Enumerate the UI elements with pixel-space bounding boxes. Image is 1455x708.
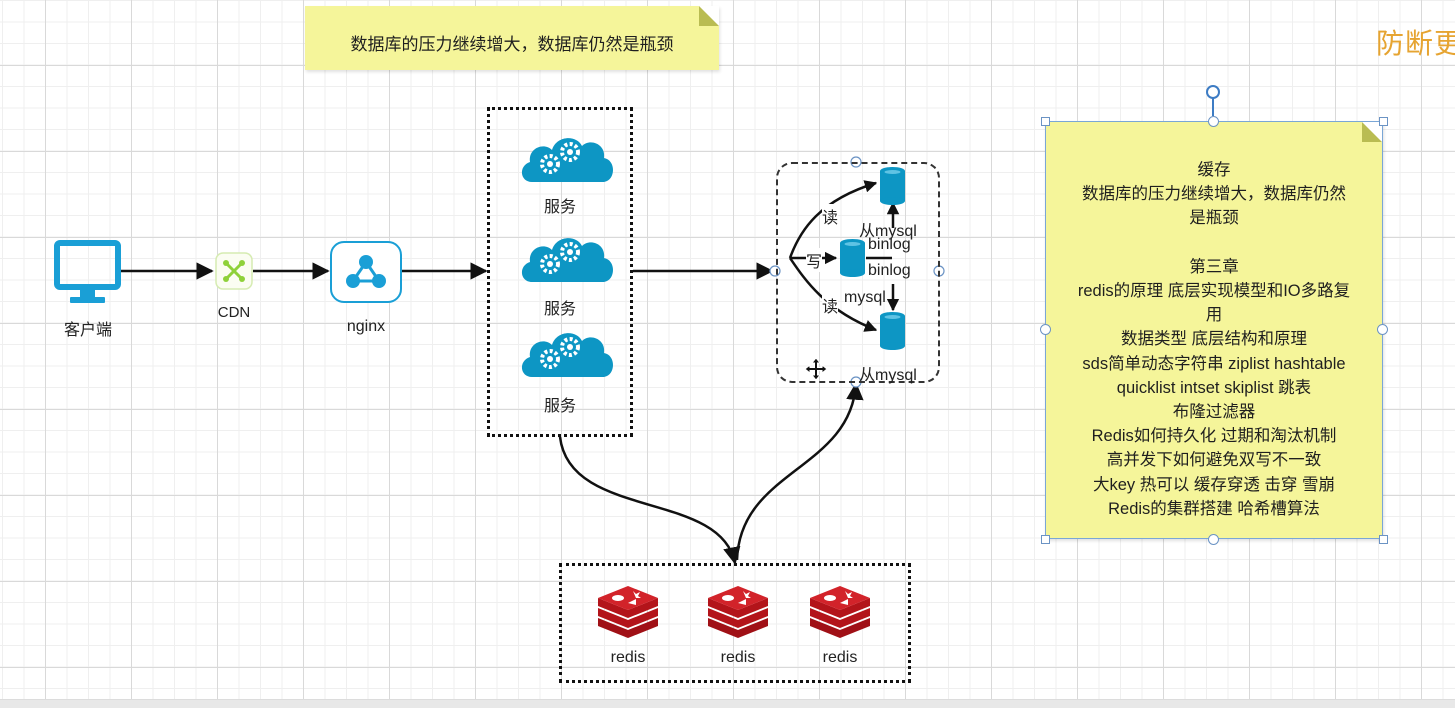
- resize-handle-ne[interactable]: [1379, 117, 1388, 126]
- note-line: 数据库的压力继续增大，数据库仍然: [1082, 185, 1346, 204]
- note-line: Redis的集群搭建 哈希槽算法: [1108, 499, 1320, 518]
- service-label: 服务: [543, 398, 576, 415]
- note-line: sds简单动态字符串 ziplist hashtable: [1082, 354, 1346, 373]
- right-sticky-note[interactable]: 缓存 数据库的压力继续增大，数据库仍然 是瓶颈 第三章 redis的原理 底层实…: [1045, 121, 1383, 539]
- database-icon-slave-bottom[interactable]: [880, 312, 905, 350]
- database-icon-master[interactable]: [840, 239, 865, 277]
- redis-logo-icon[interactable]: [810, 586, 870, 638]
- binlog-label-bottom: binlog: [868, 262, 911, 279]
- note-line: 第三章: [1189, 257, 1239, 276]
- horizontal-scrollbar[interactable]: [0, 699, 1455, 708]
- nginx-label: nginx: [346, 318, 386, 335]
- arrow-read-top: [788, 180, 878, 259]
- note-line: redis的原理 底层实现模型和IO多路复: [1077, 282, 1351, 300]
- note-line: 是瓶颈: [1189, 209, 1239, 228]
- cloud-gears-icon[interactable]: [521, 333, 613, 377]
- top-note-text: 数据库的压力继续增大，数据库仍然是瓶颈: [350, 35, 674, 54]
- redis-label: redis: [720, 649, 756, 666]
- database-group-container[interactable]: [776, 162, 940, 383]
- nginx-share-icon[interactable]: [330, 241, 402, 303]
- service-label: 服务: [543, 301, 576, 318]
- redis-label: redis: [610, 649, 646, 666]
- note-line: 大key 热可以 缓存穿透 击穿 雪崩: [1092, 475, 1335, 494]
- note-line: 布隆过滤器: [1172, 403, 1256, 422]
- move-cursor-icon: [804, 357, 828, 381]
- slave-top-label: 从mysql: [859, 223, 917, 240]
- arrow-services-to-redis[interactable]: [558, 436, 741, 565]
- resize-handle-se[interactable]: [1379, 535, 1388, 544]
- redis-label: redis: [822, 649, 858, 666]
- arrow-read-bottom: [788, 257, 878, 332]
- right-note-text: 缓存 数据库的压力继续增大，数据库仍然 是瓶颈 第三章 redis的原理 底层实…: [1050, 158, 1378, 521]
- resize-handle-nw[interactable]: [1041, 117, 1050, 126]
- read-label-bottom: 读: [822, 293, 839, 317]
- client-label: 客户端: [63, 322, 112, 339]
- cdn-network-icon[interactable]: [215, 252, 253, 290]
- resize-handle-e[interactable]: [1377, 324, 1388, 335]
- services-group-container[interactable]: [487, 107, 633, 437]
- cloud-gears-icon[interactable]: [521, 138, 613, 182]
- service-label: 服务: [543, 199, 576, 216]
- redis-logo-icon[interactable]: [708, 586, 768, 638]
- note-line: 缓存: [1197, 161, 1231, 179]
- redis-logo-icon[interactable]: [598, 586, 658, 638]
- note-line: 高并发下如何避免双写不一致: [1106, 451, 1322, 470]
- monitor-icon[interactable]: [54, 240, 121, 303]
- note-line: quicklist intset skiplist 跳表: [1116, 378, 1312, 397]
- resize-handle-n[interactable]: [1208, 116, 1219, 127]
- redis-cluster-container[interactable]: [559, 563, 911, 683]
- rotation-handle[interactable]: [1206, 85, 1220, 99]
- binlog-label-top: binlog: [868, 236, 911, 253]
- note-line: Redis如何持久化 过期和淘汰机制: [1091, 427, 1337, 446]
- database-icon-slave-top[interactable]: [880, 167, 905, 205]
- master-mysql-label: mysql: [844, 289, 886, 306]
- read-label-top: 读: [822, 204, 839, 228]
- cdn-label: CDN: [217, 304, 251, 321]
- resize-handle-w[interactable]: [1040, 324, 1051, 335]
- arrow-redis-to-db[interactable]: [735, 382, 864, 561]
- note-line: 用: [1205, 306, 1223, 325]
- slave-bottom-label: 从mysql: [859, 367, 917, 384]
- write-label: 写: [806, 248, 823, 272]
- resize-handle-sw[interactable]: [1041, 535, 1050, 544]
- cloud-gears-icon[interactable]: [521, 238, 613, 282]
- watermark-text: 防断更: [1376, 27, 1455, 60]
- note-fold-corner: [699, 6, 719, 26]
- rotation-stem: [1212, 98, 1214, 116]
- note-line: 数据类型 底层结构和原理: [1120, 330, 1308, 349]
- top-sticky-note[interactable]: 数据库的压力继续增大，数据库仍然是瓶颈: [305, 6, 719, 70]
- resize-handle-s[interactable]: [1208, 534, 1219, 545]
- note-fold-corner: [1362, 122, 1382, 142]
